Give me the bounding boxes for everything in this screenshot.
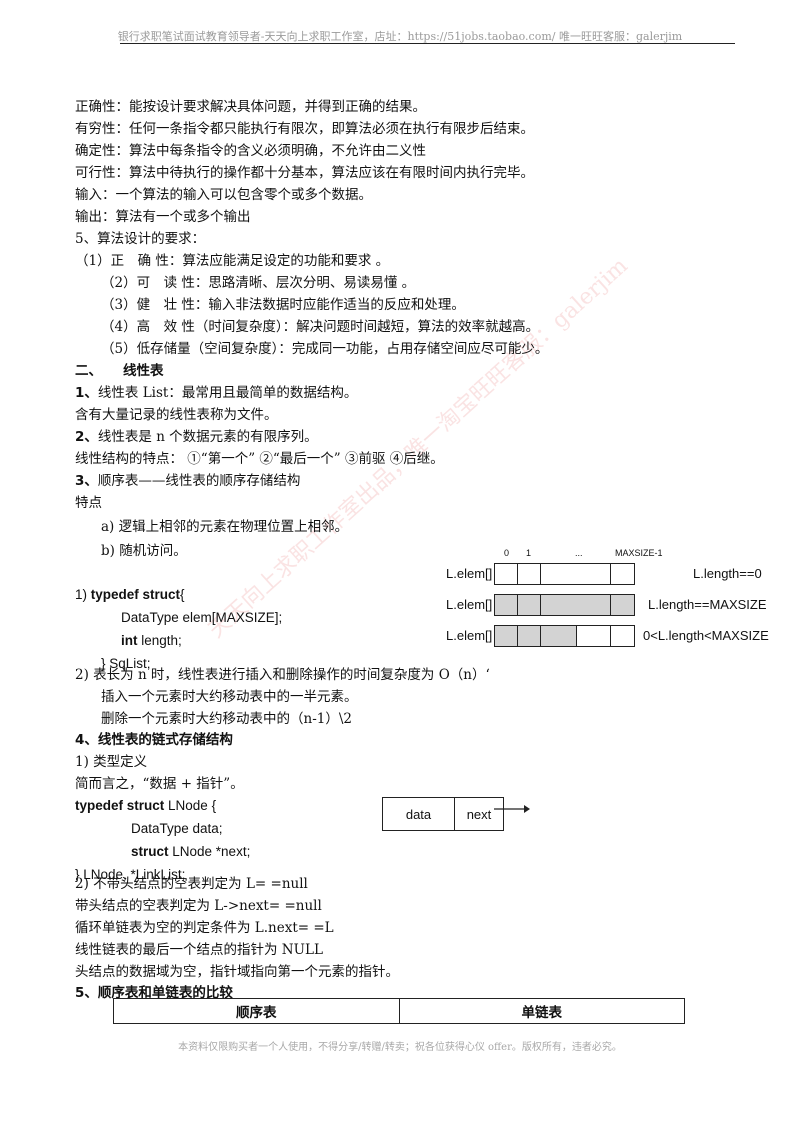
- comparison-table-header: 顺序表 单链表: [113, 998, 685, 1024]
- text-line: 头结点的数据域为空，指针域指向第一个元素的指针。: [75, 964, 399, 980]
- text-line: 输出：算法有一个或多个输出: [75, 209, 251, 225]
- text-line: 线性结构的特点： ①“第一个” ②“最后一个” ③前驱 ④后继。: [75, 451, 444, 467]
- array-cell: [518, 595, 541, 615]
- text-line: b) 随机访问。: [101, 543, 187, 559]
- text-line: （2）可 读 性：思路清晰、层次分明、易读易懂 。: [101, 275, 416, 291]
- code-line: struct LNode *next;: [131, 843, 250, 861]
- item-heading: 顺序表和单链表的比较: [97, 985, 233, 1001]
- code-line: typedef struct LNode {: [75, 797, 216, 815]
- item-number: 4、: [75, 732, 98, 748]
- text-line: 简而言之，“数据 + 指针”。: [75, 776, 244, 792]
- text-line: （1）正 确 性：算法应能满足设定的功能和要求 。: [75, 253, 390, 269]
- text-line: 4、线性表的链式存储结构: [75, 731, 233, 749]
- code-text: length;: [137, 633, 182, 648]
- page-footer: 本资料仅限购买者一个人使用，不得分享/转赠/转卖；祝各位获得心仪 offer。版…: [178, 1042, 622, 1053]
- array-condition: L.length==MAXSIZE: [648, 597, 767, 612]
- text-line: （3）健 壮 性：输入非法数据时应能作适当的反应和处理。: [101, 297, 465, 313]
- code-text: LNode {: [164, 798, 217, 813]
- array-index: 1: [526, 548, 532, 558]
- node-next-field: next: [466, 806, 492, 822]
- code-keyword: typedef struct: [90, 587, 181, 602]
- text-line: 5、算法设计的要求：: [75, 231, 206, 247]
- array-row-empty: [494, 563, 635, 585]
- array-row-partial: [494, 625, 635, 647]
- item-text: 线性表是 n 个数据元素的有限序列。: [97, 429, 318, 445]
- text-line: 2、线性表是 n 个数据元素的有限序列。: [75, 428, 318, 446]
- code-number: 1): [75, 587, 91, 602]
- code-text: {: [180, 587, 185, 602]
- text-line: 线性链表的最后一个结点的指针为 NULL: [75, 942, 323, 958]
- header-rule: [120, 43, 735, 44]
- text-line: 确定性：算法中每条指令的含义必须明确，不允许由二义性: [75, 143, 426, 159]
- array-cell: [577, 626, 611, 646]
- array-index: MAXSIZE-1: [615, 548, 663, 558]
- text-line: 1、线性表 List：最常用且最简单的数据结构。: [75, 384, 357, 402]
- array-index: ...: [575, 548, 583, 558]
- array-cell: [611, 626, 634, 646]
- section-number: 二、: [75, 363, 102, 379]
- array-cell: [541, 626, 577, 646]
- array-cell: [495, 595, 518, 615]
- code-line: DataType elem[MAXSIZE];: [121, 610, 283, 625]
- text-line: （5）低存储量（空间复杂度）：完成同一功能，占用存储空间应尽可能少。: [101, 341, 549, 357]
- array-row-label: L.elem[]: [446, 628, 493, 643]
- text-line: a) 逻辑上相邻的元素在物理位置上相邻。: [101, 519, 349, 535]
- array-cell: [495, 626, 518, 646]
- item-number: 3、: [75, 473, 98, 489]
- code-keyword: int: [121, 633, 138, 648]
- array-index: 0: [504, 548, 510, 558]
- array-condition: 0<L.length<MAXSIZE: [643, 628, 769, 643]
- text-line: 输入：一个算法的输入可以包含零个或多个数据。: [75, 187, 372, 203]
- array-row-label: L.elem[]: [446, 597, 493, 612]
- array-condition: L.length==0: [693, 566, 762, 581]
- item-heading: 线性表的链式存储结构: [97, 732, 233, 748]
- code-line: int length;: [121, 632, 182, 650]
- array-cell: [518, 626, 541, 646]
- text-line: 删除一个元素时大约移动表中的（n-1）\2: [101, 711, 352, 727]
- code-keyword: struct: [131, 844, 169, 859]
- text-line: 有穷性：任何一条指令都只能执行有限次，即算法必须在执行有限步后结束。: [75, 121, 534, 137]
- code-line: DataType data;: [131, 821, 223, 836]
- item-number: 2、: [75, 429, 98, 445]
- item-number: 5、: [75, 985, 98, 1001]
- array-cell: [611, 564, 634, 584]
- text-line: 正确性：能按设计要求解决具体问题，并得到正确的结果。: [75, 99, 426, 115]
- item-text: 线性表 List：最常用且最简单的数据结构。: [97, 385, 358, 401]
- linked-list-node: data next: [382, 797, 504, 831]
- text-line: 1) 类型定义: [75, 754, 148, 770]
- code-text: LNode *next;: [168, 844, 251, 859]
- array-cell: [541, 595, 611, 615]
- text-line: 2) 不带头结点的空表判定为 L= =null: [75, 876, 308, 892]
- code-keyword: typedef struct: [75, 798, 165, 813]
- table-header-cell: 顺序表: [114, 999, 400, 1023]
- text-line: 插入一个元素时大约移动表中的一半元素。: [101, 689, 358, 705]
- code-line: } SqList;: [101, 656, 151, 671]
- text-line: （4）高 效 性（时间复杂度）：解决问题时间越短，算法的效率就越高。: [101, 319, 540, 335]
- array-cell: [541, 564, 611, 584]
- node-data-field: data: [383, 798, 455, 830]
- array-cell: [518, 564, 541, 584]
- text-line: 特点: [75, 495, 102, 511]
- array-row-label: L.elem[]: [446, 566, 493, 581]
- text-line: 带头结点的空表判定为 L->next= =null: [75, 898, 322, 914]
- text-line: 含有大量记录的线性表称为文件。: [75, 407, 278, 423]
- text-line: 5、顺序表和单链表的比较: [75, 984, 233, 1002]
- text-line: 循环单链表为空的判定条件为 L.next= =L: [75, 920, 334, 936]
- item-text: 顺序表——线性表的顺序存储结构: [97, 473, 301, 489]
- array-row-full: [494, 594, 635, 616]
- page-header: 银行求职笔试面试教育领导者-天天向上求职工作室，店址：https://51job…: [117, 30, 683, 43]
- array-cell: [611, 595, 634, 615]
- text-line: 2) 表长为 n 时，线性表进行插入和删除操作的时间复杂度为 O（n）‘: [75, 667, 490, 683]
- text-line: 可行性：算法中待执行的操作都十分基本，算法应该在有限时间内执行完毕。: [75, 165, 534, 181]
- code-line: } LNode, *LinkList;: [75, 867, 186, 882]
- table-header-cell: 单链表: [521, 1005, 563, 1021]
- pointer-arrow-icon: [494, 805, 530, 813]
- array-cell: [495, 564, 518, 584]
- text-line: 3、顺序表——线性表的顺序存储结构: [75, 472, 300, 490]
- item-number: 1、: [75, 385, 98, 401]
- section-heading: 线性表: [123, 363, 164, 379]
- code-line: 1) typedef struct{: [75, 586, 185, 604]
